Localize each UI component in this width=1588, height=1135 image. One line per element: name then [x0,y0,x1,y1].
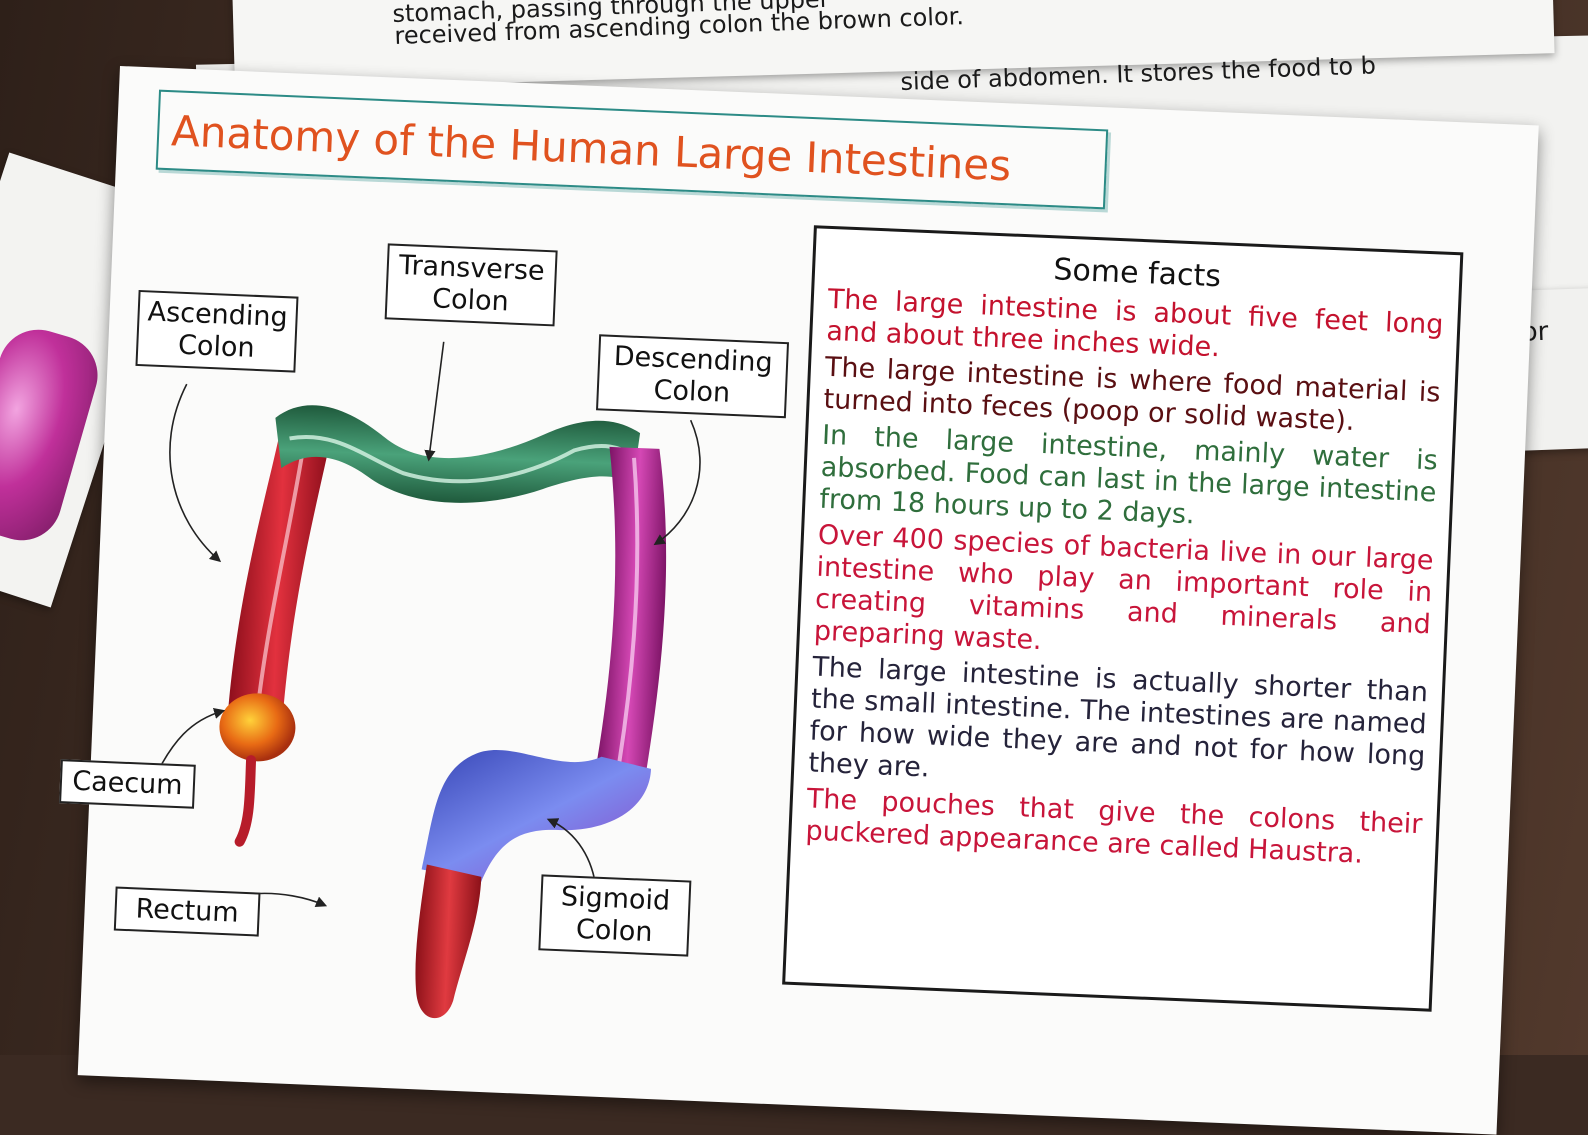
ascending-leader [169,383,222,563]
caecum-shape [219,693,296,762]
rectum-shape [415,864,482,1019]
transverse-colon-shape [275,405,641,503]
anatomy-poster: Anatomy of the Human Large Intestines [59,66,1539,1135]
label-rectum: Rectum [113,886,261,937]
descending-leader [653,419,701,546]
facts-box: Some facts The large intestine is about … [782,225,1464,1012]
fact-5: The large intestine is actually shorter … [807,651,1429,784]
label-caecum: Caecum [59,759,196,809]
label-transverse-colon: Transverse Colon [384,243,558,327]
descending-colon-shape [596,446,667,774]
transverse-leader [424,341,445,462]
sigmoid-colon-shape [421,750,652,882]
label-descending-colon: Descending Colon [596,334,790,419]
appendix-shape [234,755,257,847]
label-ascending-colon: Ascending Colon [135,289,299,373]
label-sigmoid-colon: Sigmoid Colon [538,874,692,957]
fact-4: Over 400 species of bacteria live in our… [813,519,1435,657]
large-intestine-diagram [149,341,701,1019]
